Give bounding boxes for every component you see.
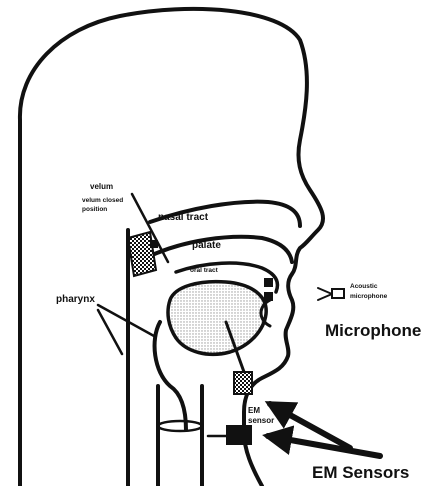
acoustic-microphone-icon <box>332 289 344 298</box>
label-velum-closed-1: velum closed <box>82 197 123 204</box>
label-pharynx: pharynx <box>56 294 95 305</box>
label-acoustic-1: Acoustic <box>350 283 378 290</box>
label-em-sensor-1: EM <box>248 406 260 415</box>
label-velum-closed-2: position <box>82 206 107 213</box>
upper-lip-marker <box>264 278 273 287</box>
label-em-sensors: EM Sensors <box>312 463 409 482</box>
label-acoustic-2: microphone <box>350 293 388 300</box>
velum-shape <box>128 232 156 276</box>
larynx-em-sensor <box>226 425 252 445</box>
em-arrow-lower <box>268 436 380 456</box>
tongue-em-sensor <box>234 372 252 394</box>
label-velum: velum <box>90 182 113 191</box>
vocal-folds <box>158 421 202 431</box>
label-microphone: Microphone <box>325 321 421 340</box>
label-nasal-tract: nasal tract <box>158 212 209 223</box>
label-oral-tract: oral tract <box>190 267 219 274</box>
palate-outline <box>150 237 292 262</box>
label-palate: palate <box>192 240 221 251</box>
label-em-sensor-2: sensor <box>248 416 274 425</box>
microphone-pointer <box>318 288 332 300</box>
tongue <box>168 282 266 355</box>
